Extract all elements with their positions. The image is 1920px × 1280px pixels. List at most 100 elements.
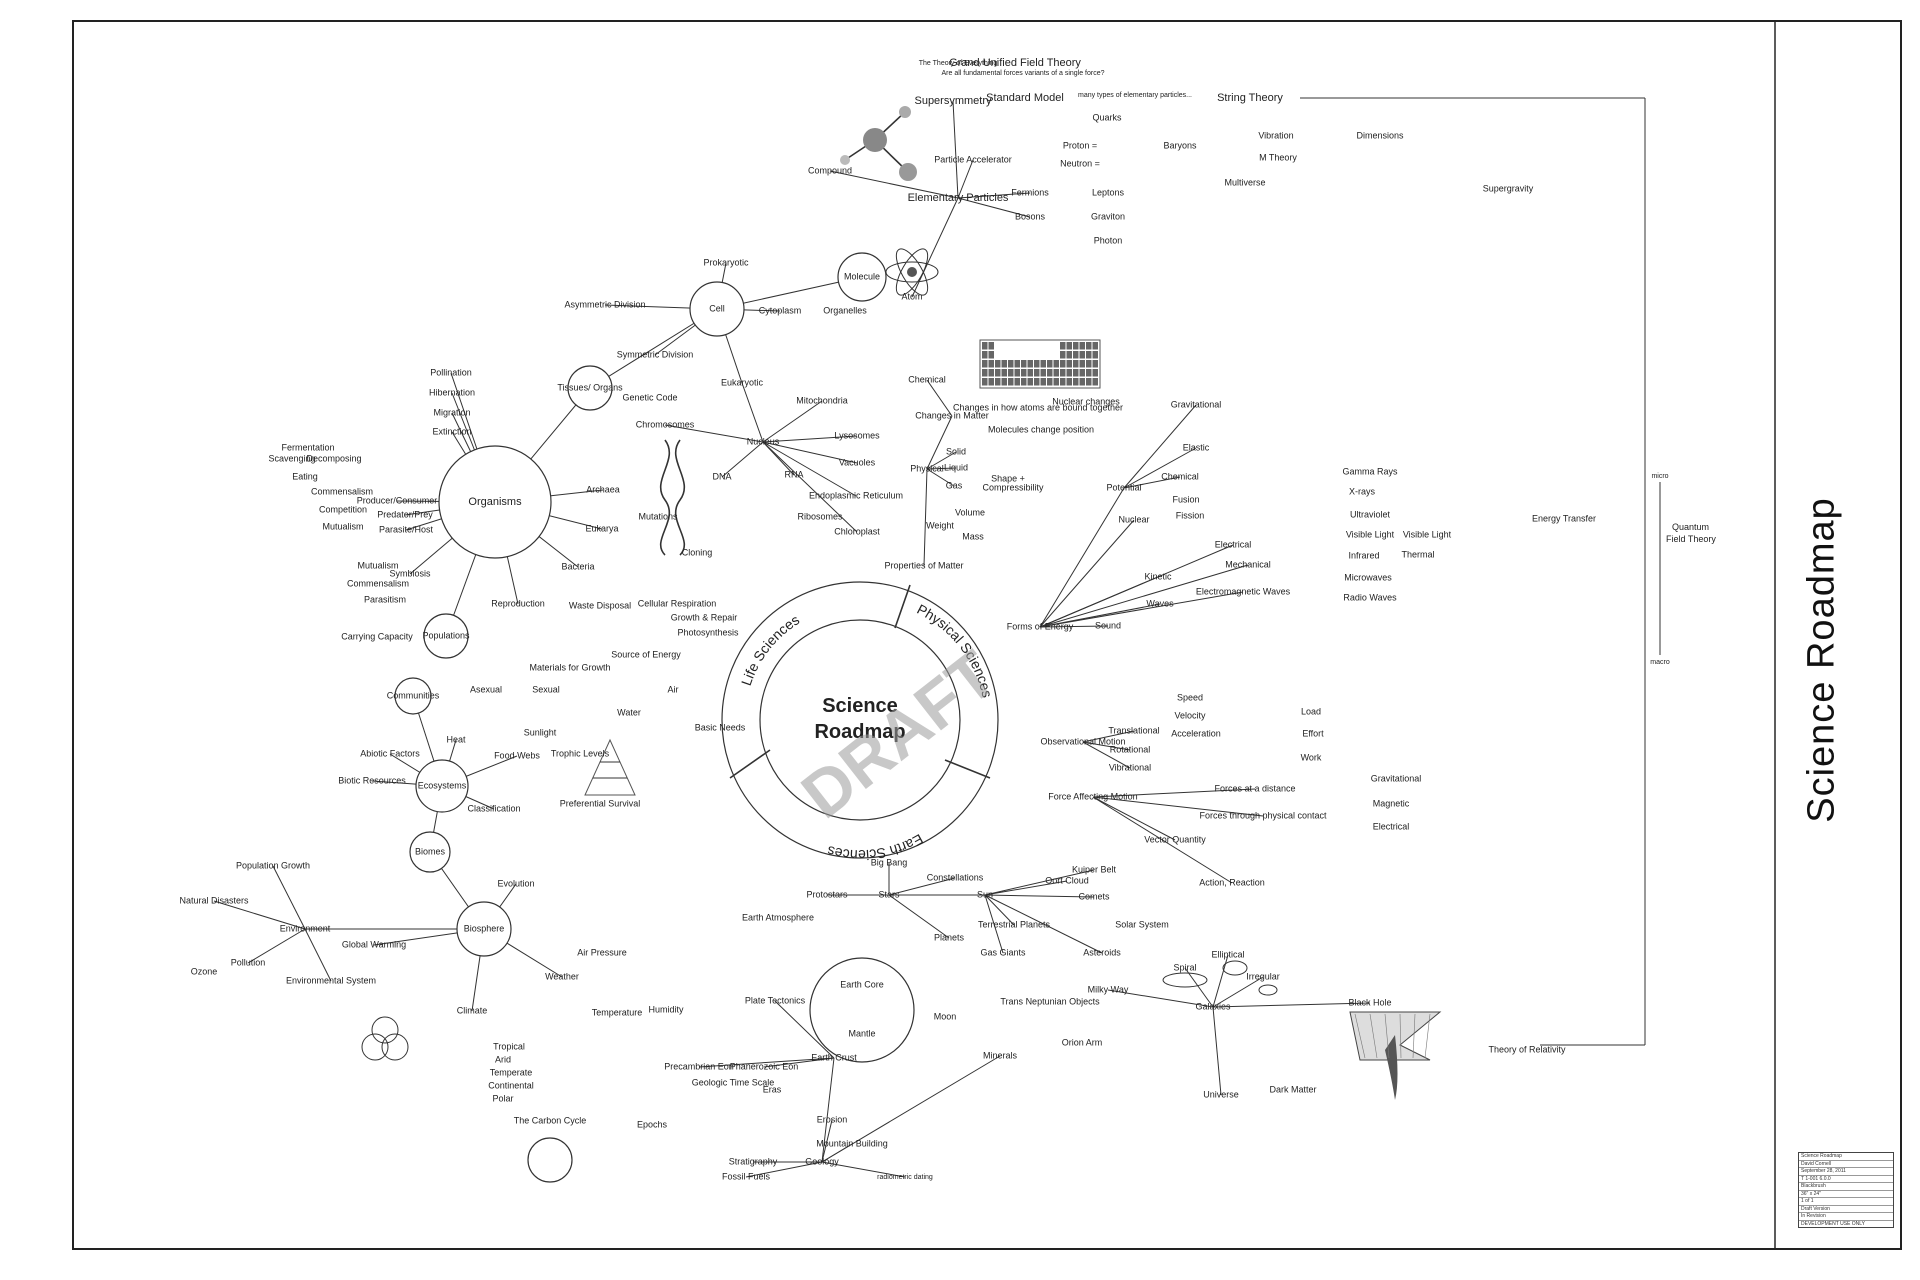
node-biotic-resources: Biotic Resources [338,775,406,785]
connector [1184,967,1214,1008]
title-block-row: September 28, 2011 [1799,1168,1893,1176]
carbon-circle [527,1137,573,1183]
connector [1082,730,1135,743]
periodic-cell [982,342,988,350]
node-fusion: Fusion [1172,494,1199,504]
node-thermal: Thermal [1401,549,1434,559]
node-fermentation: Fermentation [281,442,334,452]
periodic-cell [1008,360,1014,368]
roadmap-frame [72,20,1902,1250]
node-mitochondria: Mitochondria [796,395,848,405]
connector [957,197,1031,218]
node-quarks: Quarks [1092,112,1122,122]
central-wheel: Life Sciences Physical Sciences Earth Sc… [721,581,1010,863]
periodic-cell [1008,369,1014,377]
node-supergravity: Supergravity [1483,183,1534,193]
node-decomposing: Decomposing [306,453,361,463]
node-mutualism2: Mutualism [357,560,398,570]
connector [1107,989,1214,1008]
periodic-cell [1092,342,1098,350]
node-observational-motion: Observational Motion [1040,736,1125,746]
node-vibration: Vibration [1258,130,1293,140]
node-erosion: Erosion [817,1114,848,1124]
periodic-cell [1027,378,1033,386]
organisms-circle [438,445,552,559]
connector [821,1161,906,1178]
node-ecosystems: Ecosystems [418,780,467,790]
periodic-cell [1066,360,1072,368]
node-commensalism2: Commensalism [347,578,409,588]
periodic-cell [1014,369,1020,377]
connector [984,869,1095,896]
node-kuiper-belt: Kuiper Belt [1072,864,1117,874]
node-compound: Compound [808,165,852,175]
dna-helix-icon [659,439,686,556]
node-theory-everything: The Theory of Everything [919,60,998,67]
node-liquid: Liquid [944,462,968,472]
node-temperate: Temperate [490,1067,533,1077]
connector [1092,796,1233,884]
node-speed: Speed [1177,692,1203,702]
connector [1212,1006,1222,1096]
node-asymmetric-division: Asymmetric Division [564,299,645,309]
node-water: Water [617,707,641,717]
node-molecule: Molecule [844,271,880,281]
node-stars: Stars [878,889,900,899]
node-solar-system: Solar System [1115,919,1169,929]
trophic-pyramid-icon [584,738,636,796]
periodic-cell [1027,369,1033,377]
node-minerals: Minerals [983,1050,1018,1060]
periodic-cell [988,351,994,359]
node-populations: Populations [422,630,470,640]
periodic-cell [1079,369,1085,377]
periodic-cell [1086,342,1092,350]
periodic-cell [1040,378,1046,386]
periodic-cell [1060,360,1066,368]
node-mountain-building: Mountain Building [816,1138,888,1148]
periodic-cell [1079,360,1085,368]
node-rna: RNA [784,469,803,479]
node-elliptical: Elliptical [1211,949,1244,959]
node-abiotic-factors: Abiotic Factors [360,748,420,758]
node-bosons: Bosons [1015,211,1046,221]
node-work: Work [1301,752,1322,762]
node-radio-waves: Radio Waves [1343,592,1397,602]
node-extinction: Extinction [432,426,471,436]
node-gut-note: Are all fundamental forces variants of a… [941,70,1104,77]
node-theory-relativity: Theory of Relativity [1488,1044,1566,1054]
node-gamma-rays: Gamma Rays [1342,466,1398,476]
connector [984,894,1095,898]
node-organisms: Organisms [468,496,522,508]
node-neutron: Neutron = [1060,158,1100,168]
node-chloroplast: Chloroplast [834,526,880,536]
periodic-cell [995,369,1001,377]
scale-label-line2: Field Theory [1666,534,1716,544]
periodic-cell [1092,351,1098,359]
node-environment: Environment [280,923,331,933]
periodic-cell [1040,369,1046,377]
node-string-note: many types of elementary particles... [1078,92,1192,99]
node-graviton: Graviton [1091,211,1125,221]
node-temperature: Temperature [592,1007,643,1017]
node-grand-unified: Grand Unified Field Theory [949,57,1081,69]
node-forms-energy: Forms of Energy [1007,621,1074,631]
connector [1212,976,1264,1008]
connector [272,865,306,930]
connector [926,379,953,417]
node-nuclear-changes: Nuclear changes [1052,396,1120,406]
connector [821,1057,835,1163]
connector [829,170,959,199]
black-hole-icon [1349,1011,1442,1100]
connector [1212,1002,1371,1008]
periodic-cell [982,378,988,386]
connector [698,1057,835,1068]
periodic-cell [1001,360,1007,368]
periodic-cell [1060,378,1066,386]
connector [721,441,764,478]
node-waves: Waves [1146,598,1174,608]
periodic-cell [1073,378,1079,386]
node-vacuoles: Vacuoles [839,457,876,467]
node-radiometric-dating: radiometric dating [877,1174,933,1181]
node-biosphere: Biosphere [464,923,505,933]
